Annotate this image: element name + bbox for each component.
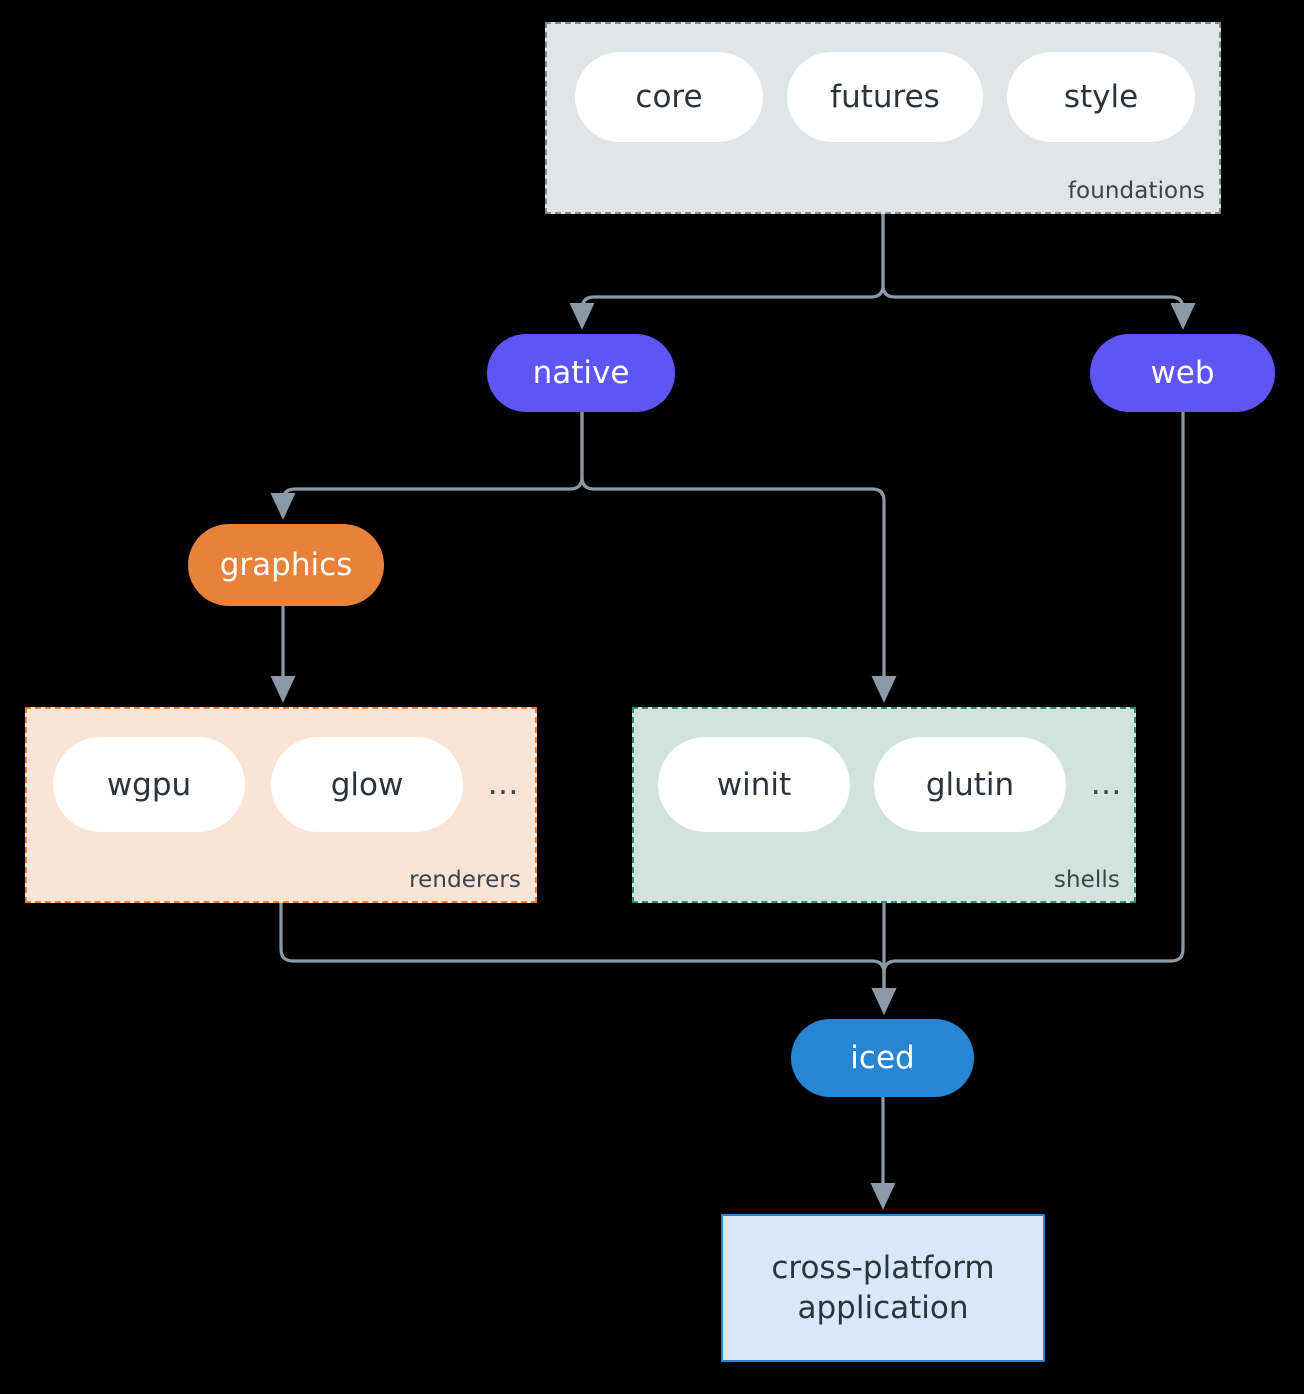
edge-foundations-native [569,214,885,330]
node-label: web [1150,355,1215,391]
cluster-item-style[interactable]: style [1007,52,1195,142]
node-iced[interactable]: iced [791,1019,974,1097]
node-label-line: cross-platform [771,1249,995,1286]
cluster-item-ellipsis: … [1090,766,1122,802]
cluster-item-winit[interactable]: winit [658,737,850,832]
edge-native-shells [580,412,897,703]
cluster-item-futures[interactable]: futures [787,52,983,142]
edge-renderers-iced [279,903,897,1015]
cluster-item-glow[interactable]: glow [271,737,463,832]
node-native[interactable]: native [487,334,675,412]
cluster-shells: winit glutin … shells [632,707,1136,903]
cluster-shells-label: shells [1053,867,1120,893]
cluster-foundations-label: foundations [1067,178,1205,204]
node-label: native [532,355,630,391]
node-graphics[interactable]: graphics [188,524,384,606]
cluster-item-core[interactable]: core [575,52,763,142]
node-web[interactable]: web [1090,334,1275,412]
cluster-renderers: wgpu glow … renderers [25,707,537,903]
cluster-item-glutin[interactable]: glutin [874,737,1066,832]
cluster-item-wgpu[interactable]: wgpu [53,737,245,832]
node-label: graphics [219,547,353,583]
cluster-foundations: core futures style foundations [545,22,1221,214]
node-label: iced [850,1040,915,1076]
edge-foundations-web [881,214,1196,330]
edge-native-graphics [270,412,584,520]
node-cross-platform-application[interactable]: cross-platform application [721,1214,1045,1362]
cluster-renderers-label: renderers [409,867,521,893]
cluster-item-ellipsis: … [487,766,519,802]
node-label-line: application [797,1290,969,1326]
